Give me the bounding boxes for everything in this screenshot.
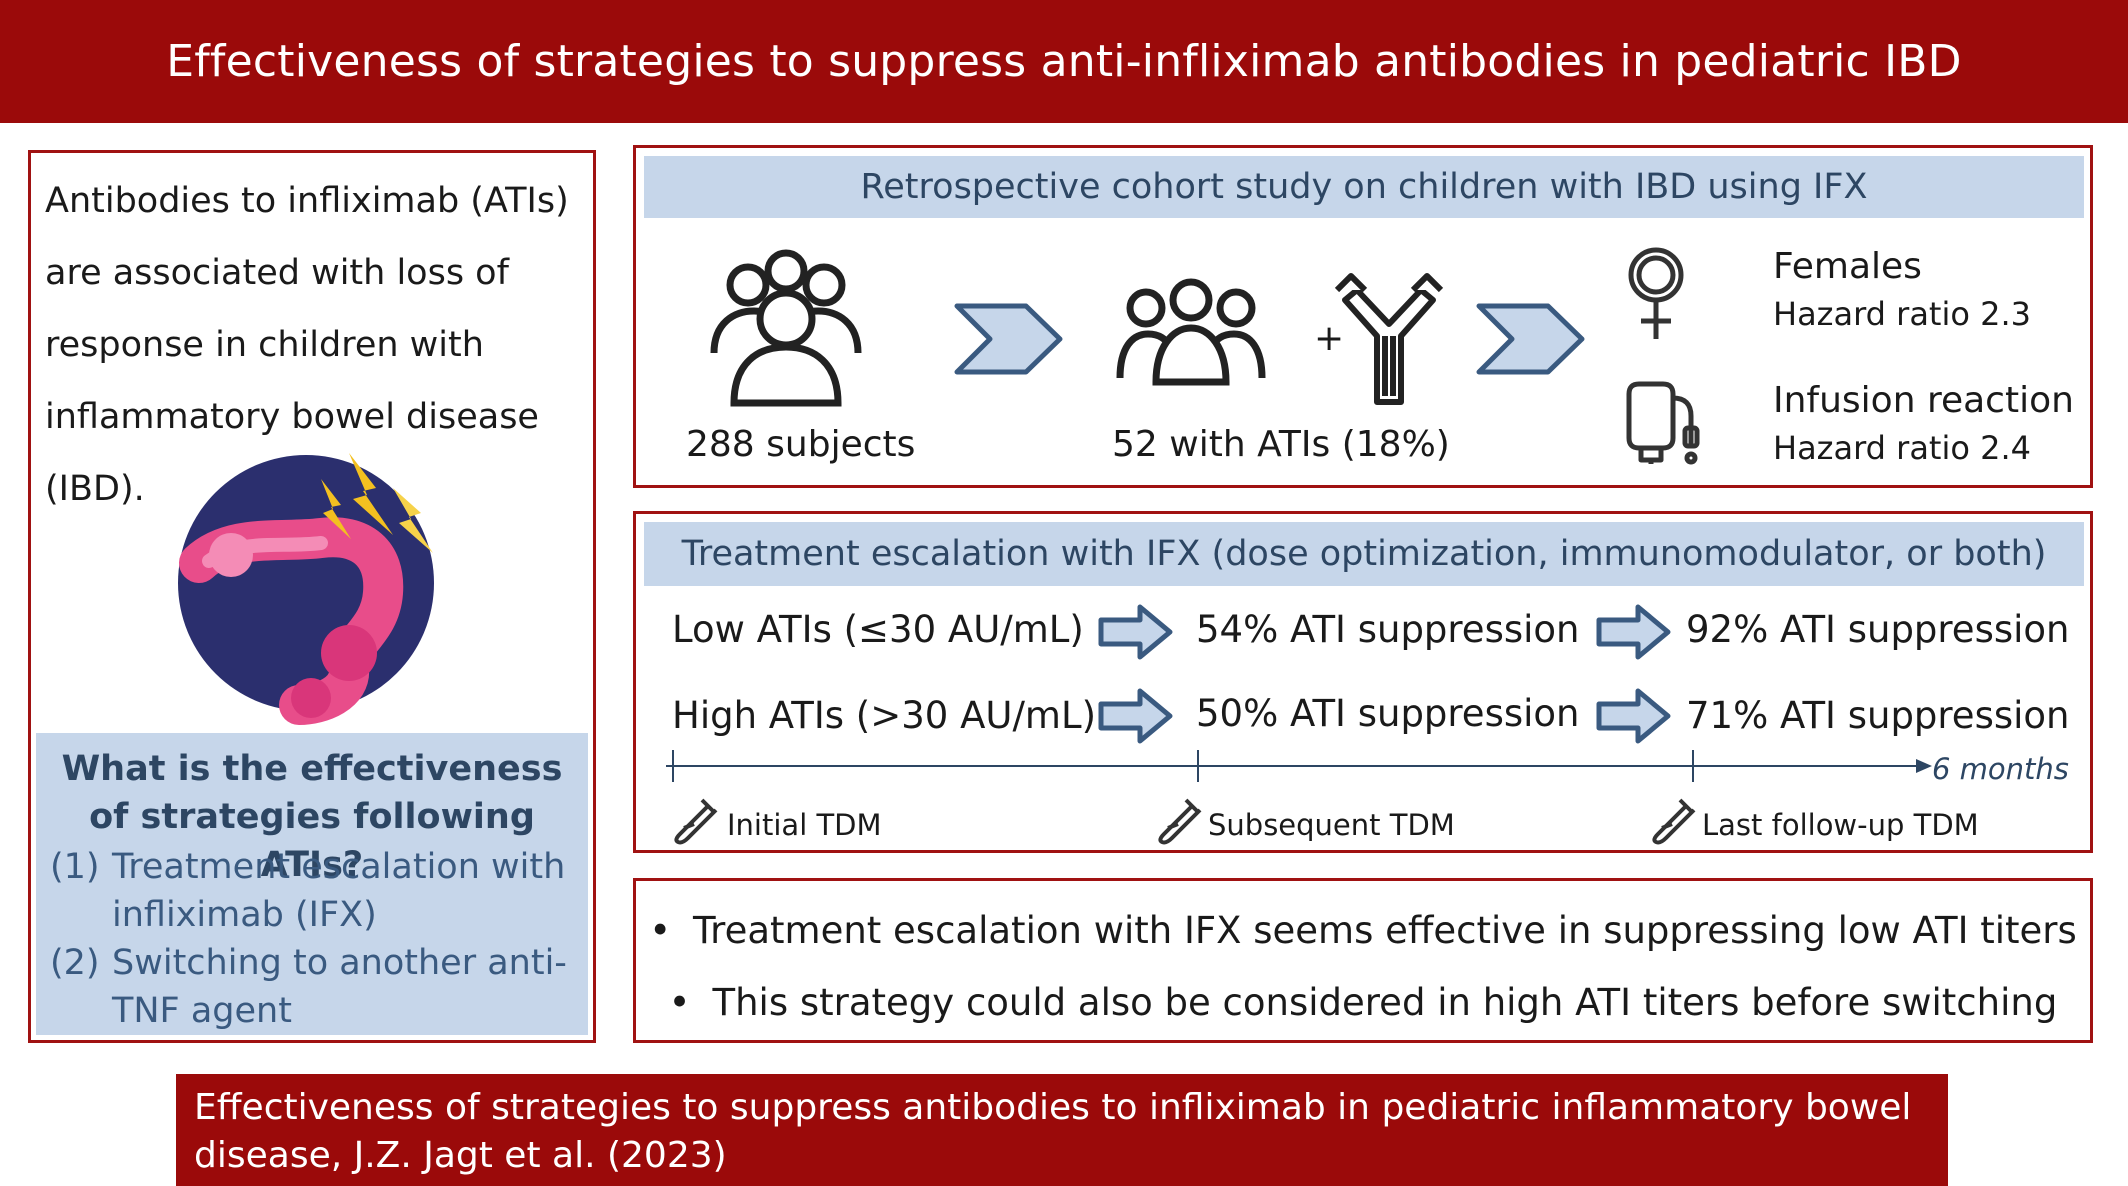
- list-item-number: (2): [50, 943, 100, 983]
- header-bar: Effectiveness of strategies to suppress …: [0, 0, 2128, 123]
- page-title: Effectiveness of strategies to suppress …: [166, 36, 1962, 87]
- block-arrow-icon: [1098, 688, 1173, 744]
- conclusion-text: Treatment escalation with IFX seems effe…: [693, 909, 2077, 952]
- atis-label: 52 with ATIs (18%): [1112, 424, 1450, 465]
- subjects-label: 288 subjects: [686, 424, 916, 465]
- iv-infusion-bag-icon: [1626, 381, 1700, 465]
- block-arrow-icon: [1098, 604, 1173, 660]
- conclusion-text: This strategy could also be considered i…: [712, 981, 2058, 1024]
- timeline-label-initial: Initial TDM: [727, 808, 882, 842]
- citation-footer: Effectiveness of strategies to suppress …: [176, 1074, 1948, 1186]
- low-atis-group-label: Low ATIs (≤30 AU/mL): [672, 608, 1084, 651]
- bullet: •: [668, 981, 691, 1024]
- bullet: •: [649, 909, 672, 952]
- chevron-arrow-icon: [1476, 303, 1585, 375]
- cohort-banner: Retrospective cohort study on children w…: [644, 156, 2084, 218]
- cohort-panel: Retrospective cohort study on children w…: [633, 145, 2093, 488]
- high-atis-mid-result: 50% ATI suppression: [1196, 692, 1580, 735]
- risk-factor-title: Females: [1773, 246, 1922, 287]
- escalation-panel: Treatment escalation with IFX (dose opti…: [633, 511, 2093, 853]
- question-panel: What is the effectiveness of strategies …: [36, 733, 588, 1035]
- question-list: (1) Treatment escalation with infliximab…: [50, 843, 580, 1035]
- intro-panel: Antibodies to infliximab (ATIs) are asso…: [28, 150, 596, 1043]
- block-arrow-icon: [1596, 604, 1671, 660]
- timeline-label-subsequent: Subsequent TDM: [1208, 808, 1455, 842]
- chevron-arrow-icon: [954, 303, 1063, 375]
- timeline-label-last: Last follow-up TDM: [1702, 808, 1979, 842]
- list-item-number: (1): [50, 847, 100, 887]
- high-atis-end-result: 71% ATI suppression: [1686, 694, 2070, 737]
- timeline-axis: [666, 750, 1932, 782]
- list-item: (2) Switching to another anti-TNF agent: [50, 939, 580, 1035]
- timeline-duration-label: 6 months: [1932, 752, 2069, 786]
- test-tube-icon: [1158, 798, 1202, 845]
- question-title: What is the effectiveness of strategies …: [61, 749, 563, 885]
- block-arrow-icon: [1596, 688, 1671, 744]
- patients-group-icon: [1116, 278, 1266, 386]
- list-item-text: Treatment escalation with infliximab (IF…: [112, 847, 566, 935]
- low-atis-end-result: 92% ATI suppression: [1686, 608, 2070, 651]
- risk-factor-title: Infusion reaction: [1773, 380, 2074, 421]
- list-item: • This strategy could also be considered …: [636, 967, 2090, 1039]
- intro-text: Antibodies to infliximab (ATIs) are asso…: [45, 181, 569, 509]
- people-group-icon: [710, 249, 862, 407]
- antibody-icon: [1334, 273, 1444, 405]
- risk-factor-detail: Hazard ratio 2.3: [1773, 295, 2031, 333]
- plus-sign: +: [1314, 318, 1345, 359]
- list-item: (1) Treatment escalation with infliximab…: [50, 843, 580, 939]
- test-tube-icon: [674, 798, 718, 845]
- escalation-banner: Treatment escalation with IFX (dose opti…: [644, 522, 2084, 586]
- low-atis-mid-result: 54% ATI suppression: [1196, 608, 1580, 651]
- high-atis-group-label: High ATIs (>30 AU/mL): [672, 694, 1097, 737]
- test-tube-icon: [1652, 798, 1696, 845]
- risk-factor-detail: Hazard ratio 2.4: [1773, 429, 2031, 467]
- conclusions-list: •Treatment escalation with IFX seems eff…: [636, 895, 2090, 1039]
- list-item: • Treatment escalation with IFX seems eff…: [636, 895, 2090, 967]
- conclusions-panel: •Treatment escalation with IFX seems eff…: [633, 878, 2093, 1043]
- female-symbol-icon: [1628, 247, 1684, 339]
- inflamed-colon-icon: [178, 453, 434, 725]
- list-item-text: Switching to another anti-TNF agent: [112, 943, 567, 1031]
